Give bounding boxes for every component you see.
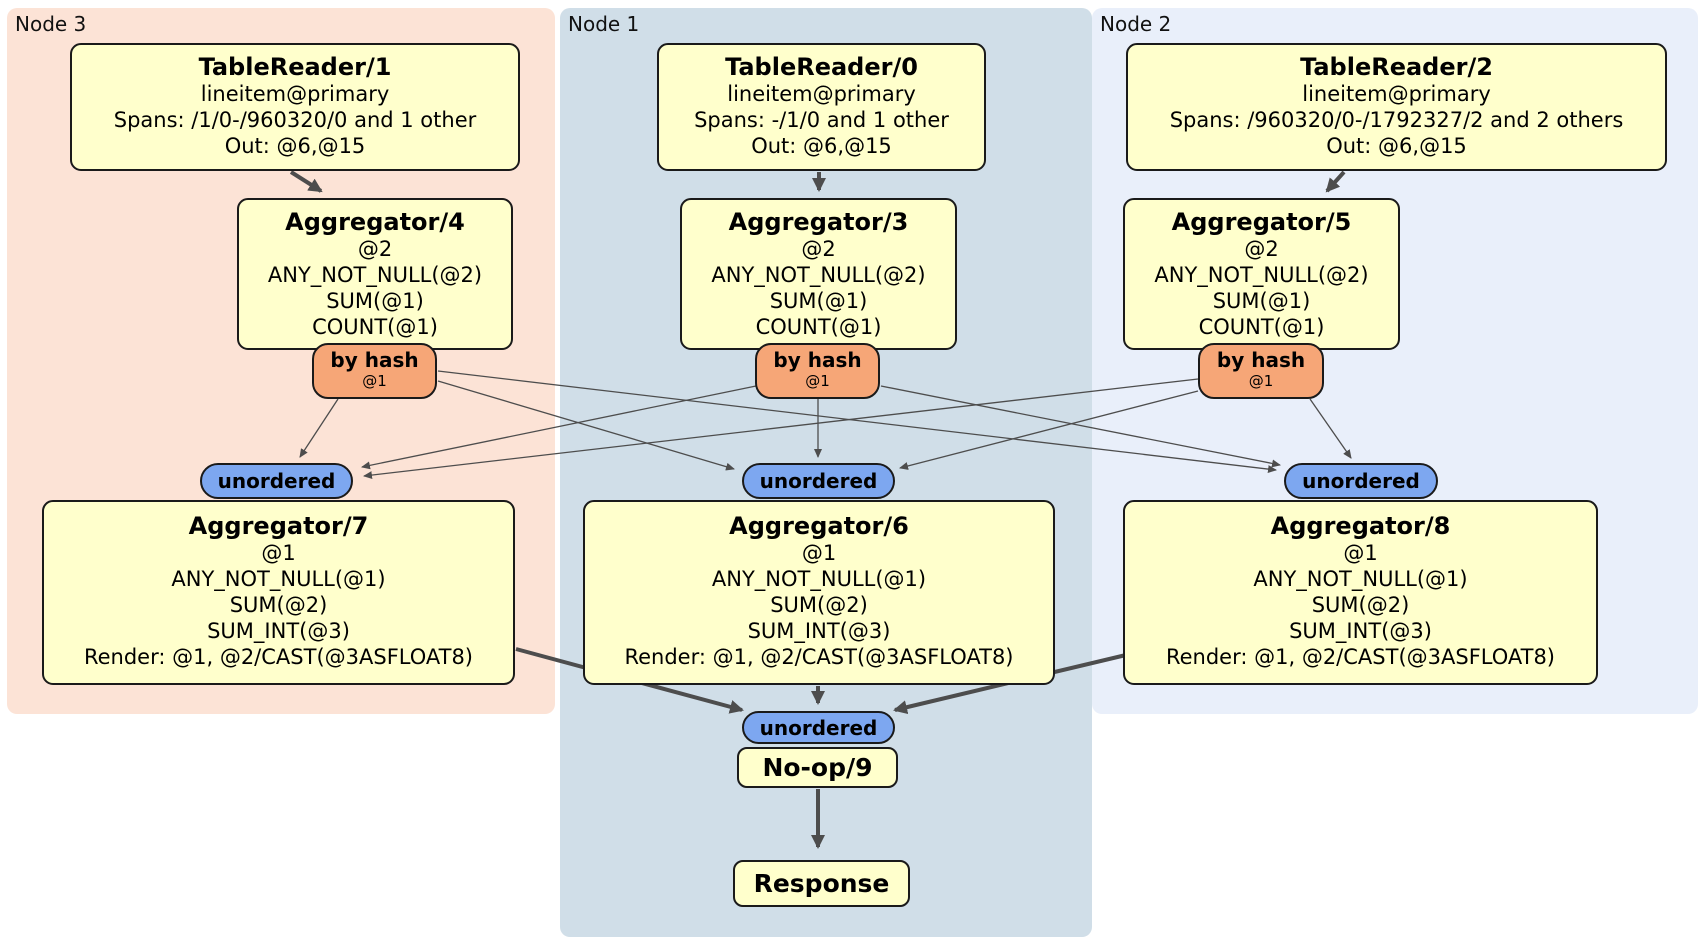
processor-detail: @1	[1343, 541, 1378, 565]
processor-detail: @1	[261, 541, 296, 565]
processor-detail: Spans: /1/0-/960320/0 and 1 other	[113, 108, 477, 132]
edge-byhash4-unordered6	[437, 380, 735, 471]
processor-aggregator-5: Aggregator/5 @2 ANY_NOT_NULL(@2) SUM(@1)…	[1123, 198, 1400, 350]
processor-detail: SUM(@1)	[326, 289, 424, 313]
processor-detail: Spans: /960320/0-/1792327/2 and 2 others	[1169, 108, 1624, 132]
processor-aggregator-3: Aggregator/3 @2 ANY_NOT_NULL(@2) SUM(@1)…	[680, 198, 957, 350]
stream-label: unordered	[1302, 469, 1420, 493]
edge-byhash3-unordered8	[880, 385, 1281, 468]
stream-unordered-aggregator6: unordered	[742, 463, 895, 499]
processor-title: Aggregator/6	[729, 512, 909, 540]
processor-tablereader-1: TableReader/1 lineitem@primary Spans: /1…	[70, 43, 520, 171]
processor-detail: @2	[1244, 237, 1279, 261]
processor-noop-9: No-op/9	[737, 747, 898, 788]
processor-title: Aggregator/5	[1171, 208, 1352, 236]
processor-title: Aggregator/4	[285, 208, 465, 236]
edge-byhash5-unordered8	[1309, 398, 1352, 459]
processor-title: TableReader/2	[1300, 53, 1493, 81]
router-label: by hash	[330, 348, 419, 372]
processor-detail: COUNT(@1)	[755, 315, 882, 339]
edge-tablereader1-aggregator4	[289, 170, 323, 193]
stream-label: unordered	[759, 469, 878, 493]
stream-label: unordered	[217, 469, 336, 493]
router-by-hash-5: by hash @1	[1198, 343, 1324, 399]
stream-unordered-aggregator7: unordered	[200, 463, 353, 499]
router-label: by hash	[773, 348, 862, 372]
processor-detail: SUM_INT(@3)	[1289, 619, 1432, 643]
processor-detail: COUNT(@1)	[1198, 315, 1325, 339]
node1-region-label: Node 1	[568, 12, 640, 36]
processor-detail: lineitem@primary	[727, 82, 916, 106]
processor-detail: COUNT(@1)	[312, 315, 438, 339]
processor-detail: Out: @6,@15	[1326, 134, 1467, 158]
processor-detail: ANY_NOT_NULL(@1)	[711, 567, 927, 591]
processor-aggregator-7: Aggregator/7 @1 ANY_NOT_NULL(@1) SUM(@2)…	[42, 500, 515, 685]
processor-detail: SUM(@1)	[769, 289, 868, 313]
router-by-hash-4: by hash @1	[312, 343, 437, 399]
stream-label: unordered	[759, 715, 878, 740]
router-hash-key: @1	[1248, 372, 1274, 390]
processor-detail: Out: @6,@15	[751, 134, 892, 158]
node2-region-label: Node 2	[1100, 12, 1172, 36]
processor-detail: Render: @1, @2/CAST(@3ASFLOAT8)	[624, 645, 1014, 669]
processor-detail: @1	[801, 541, 837, 565]
processor-detail: ANY_NOT_NULL(@1)	[171, 567, 386, 591]
processor-detail: Render: @1, @2/CAST(@3ASFLOAT8)	[1165, 645, 1556, 669]
router-hash-key: @1	[805, 372, 830, 390]
edge-byhash4-unordered7	[299, 398, 339, 458]
response-node: Response	[733, 860, 910, 907]
response-title: Response	[753, 869, 890, 898]
processor-title: Aggregator/8	[1270, 512, 1451, 540]
processor-detail: lineitem@primary	[1302, 82, 1491, 106]
processor-detail: SUM(@2)	[770, 593, 868, 617]
stream-unordered-noop9: unordered	[742, 711, 895, 744]
processor-detail: ANY_NOT_NULL(@2)	[1154, 263, 1369, 287]
processor-detail: SUM(@2)	[229, 593, 328, 617]
processor-aggregator-8: Aggregator/8 @1 ANY_NOT_NULL(@1) SUM(@2)…	[1123, 500, 1598, 685]
processor-aggregator-6: Aggregator/6 @1 ANY_NOT_NULL(@1) SUM(@2)…	[583, 500, 1055, 685]
processor-detail: ANY_NOT_NULL(@2)	[711, 263, 926, 287]
processor-detail: SUM_INT(@3)	[207, 619, 350, 643]
processor-tablereader-2: TableReader/2 lineitem@primary Spans: /9…	[1126, 43, 1667, 171]
processor-detail: @2	[357, 237, 393, 261]
processor-title: No-op/9	[762, 753, 873, 782]
processor-detail: SUM(@2)	[1311, 593, 1410, 617]
processor-detail: @2	[801, 237, 836, 261]
edge-byhash5-unordered7	[363, 378, 1199, 480]
processor-detail: Spans: -/1/0 and 1 other	[694, 108, 949, 132]
edge-tablereader2-aggregator5	[1325, 170, 1346, 193]
processor-detail: SUM(@1)	[1212, 289, 1311, 313]
processor-detail: lineitem@primary	[200, 82, 390, 106]
router-hash-key: @1	[362, 372, 387, 390]
thin-edges	[299, 370, 1352, 480]
processor-detail: SUM_INT(@3)	[747, 619, 891, 643]
router-by-hash-3: by hash @1	[755, 343, 880, 399]
processor-title: Aggregator/7	[188, 512, 369, 540]
processor-detail: Render: @1, @2/CAST(@3ASFLOAT8)	[83, 645, 474, 669]
processor-detail: ANY_NOT_NULL(@2)	[267, 263, 483, 287]
processor-detail: Out: @6,@15	[224, 134, 366, 158]
processor-detail: ANY_NOT_NULL(@1)	[1253, 567, 1468, 591]
processor-aggregator-4: Aggregator/4 @2 ANY_NOT_NULL(@2) SUM(@1)…	[237, 198, 513, 350]
node3-region-label: Node 3	[15, 12, 87, 36]
processor-title: TableReader/1	[198, 53, 392, 81]
edge-byhash3-unordered7	[361, 385, 757, 470]
router-label: by hash	[1216, 348, 1306, 372]
processor-title: TableReader/0	[725, 53, 918, 81]
stream-unordered-aggregator8: unordered	[1284, 463, 1438, 499]
processor-title: Aggregator/3	[728, 208, 909, 236]
edge-byhash4-unordered8	[437, 370, 1277, 474]
edge-byhash5-unordered6	[899, 390, 1199, 470]
processor-tablereader-0: TableReader/0 lineitem@primary Spans: -/…	[657, 43, 986, 171]
